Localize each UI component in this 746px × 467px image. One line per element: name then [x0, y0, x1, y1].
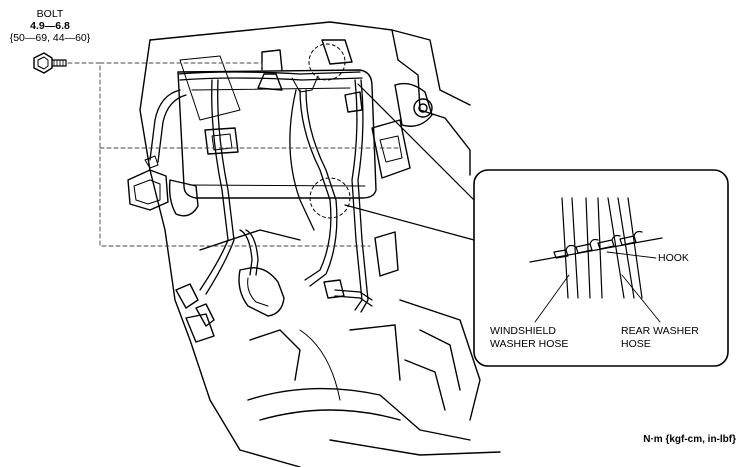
rear-hose-label-line2: HOSE	[621, 338, 651, 350]
bolt-torque-alt: {50—69, 44—60}	[9, 32, 91, 44]
detail-hoses	[561, 197, 643, 299]
bolt-leader-lines	[67, 62, 399, 247]
windshield-hose-label-line2: WASHER HOSE	[490, 338, 569, 350]
hook-label: HOOK	[658, 252, 689, 264]
washer-hoses	[149, 71, 373, 313]
detail-zoom-lines	[344, 83, 475, 241]
washer-tank	[177, 39, 377, 199]
units-note: N·m {kgf-cm, in-lbf}	[643, 434, 736, 445]
windshield-hose-label-line1: WINDSHIELD	[490, 325, 556, 337]
detail-view	[473, 169, 729, 367]
bolt-icon	[33, 52, 67, 74]
detail-leaders	[534, 251, 661, 323]
detail-reference-circles	[308, 43, 351, 219]
detail-hooks	[553, 230, 643, 259]
body-panel-outline	[139, 21, 501, 467]
bolt-label: BOLT	[36, 8, 64, 20]
detail-panel-edge	[529, 237, 663, 263]
electrical-connector	[127, 155, 169, 211]
bolt-torque-nm: 4.9—6.8	[30, 20, 70, 32]
washer-pump-motors	[175, 267, 345, 343]
rear-hose-label-line1: REAR WASHER	[621, 325, 699, 337]
